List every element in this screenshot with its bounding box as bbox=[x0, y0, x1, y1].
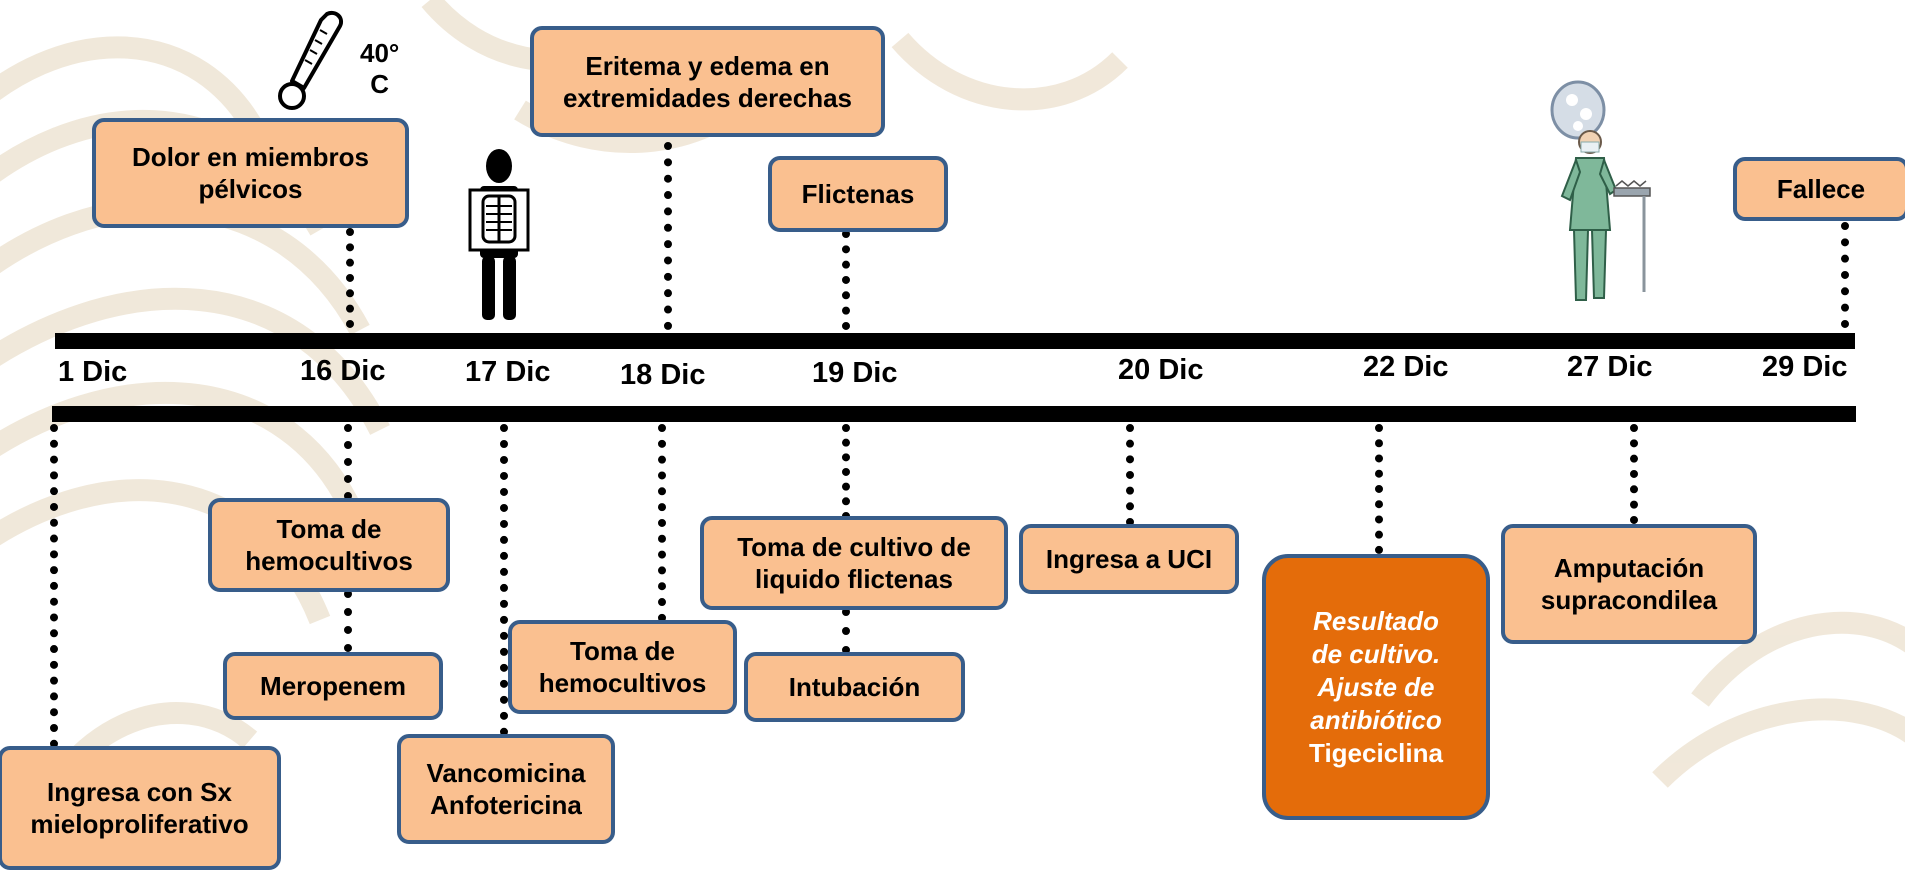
event-amputacion: Amputación supracondilea bbox=[1501, 524, 1757, 644]
connector-line bbox=[346, 228, 354, 328]
event-vancomicina-anfotericina: Vancomicina Anfotericina bbox=[397, 734, 615, 844]
date-label: 19 Dic bbox=[812, 357, 898, 389]
temperature-value: 40° bbox=[360, 38, 400, 68]
date-label: 16 Dic bbox=[300, 355, 386, 387]
connector-line bbox=[842, 608, 850, 654]
connector-line bbox=[1126, 424, 1134, 526]
connector-line bbox=[344, 424, 352, 500]
thermometer-icon bbox=[278, 11, 343, 110]
date-label: 22 Dic bbox=[1363, 351, 1449, 383]
connector-line bbox=[1375, 424, 1383, 554]
xray-person-icon bbox=[468, 149, 530, 320]
event-ingresa-uci: Ingresa a UCI bbox=[1019, 524, 1239, 594]
date-label: 18 Dic bbox=[620, 359, 706, 391]
date-label: 29 Dic bbox=[1762, 351, 1848, 383]
event-dolor-miembros: Dolor en miembros pélvicos bbox=[92, 118, 409, 228]
date-label: 17 Dic bbox=[465, 356, 551, 388]
drug-vancomicina: Vancomicina bbox=[426, 758, 586, 788]
connector-line bbox=[842, 230, 850, 330]
event-flictenas: Flictenas bbox=[768, 156, 948, 232]
event-toma-cultivo-flictenas: Toma de cultivo de liquido flictenas bbox=[700, 516, 1008, 610]
temperature-unit: C bbox=[370, 69, 390, 99]
surgeon-icon bbox=[1550, 80, 1651, 301]
event-toma-hemocultivos-1: Toma de hemocultivos bbox=[208, 498, 450, 592]
connector-line bbox=[842, 424, 850, 520]
event-meropenem: Meropenem bbox=[223, 652, 443, 720]
connector-line bbox=[658, 424, 666, 622]
event-resultado-cultivo: Resultado de cultivo. Ajuste de antibiót… bbox=[1262, 554, 1490, 820]
date-label: 20 Dic bbox=[1118, 354, 1204, 386]
event-toma-hemocultivos-2: Toma de hemocultivos bbox=[508, 620, 737, 714]
temperature-label: 40° C bbox=[360, 38, 399, 100]
drug-anfotericina: Anfotericina bbox=[430, 790, 582, 820]
timeline-bottom-bar bbox=[52, 406, 1856, 422]
connector-line bbox=[1841, 222, 1849, 328]
connector-line bbox=[1630, 424, 1638, 524]
connector-line bbox=[344, 590, 352, 652]
resultado-antibiotic: Tigeciclina bbox=[1309, 737, 1443, 768]
connector-line bbox=[50, 424, 58, 748]
date-label: 27 Dic bbox=[1567, 351, 1653, 383]
event-ingresa-sx: Ingresa con Sx mieloproliferativo bbox=[0, 746, 281, 870]
connector-line bbox=[664, 142, 672, 330]
event-fallece: Fallece bbox=[1733, 157, 1905, 221]
connector-line bbox=[500, 424, 508, 736]
event-intubacion: Intubación bbox=[744, 652, 965, 722]
resultado-description: Resultado de cultivo. Ajuste de antibiót… bbox=[1310, 605, 1442, 735]
timeline-top-bar bbox=[55, 333, 1855, 349]
event-eritema-edema: Eritema y edema en extremidades derechas bbox=[530, 26, 885, 137]
date-label: 1 Dic bbox=[58, 356, 128, 388]
